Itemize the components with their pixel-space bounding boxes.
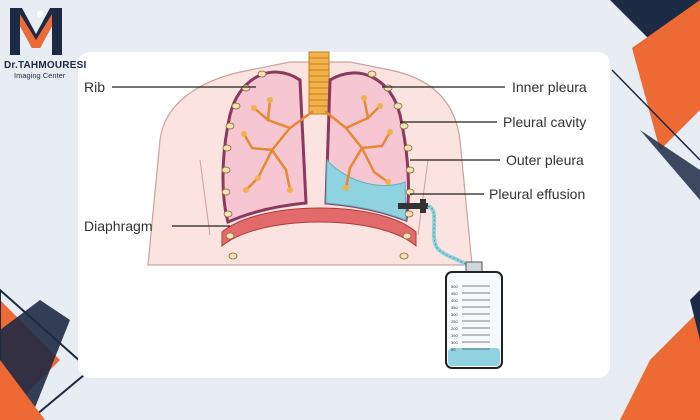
trachea-rings bbox=[309, 57, 329, 107]
drain-tube-lumen bbox=[427, 205, 473, 273]
bag-scale-label: 250 bbox=[451, 319, 458, 324]
drain-valve bbox=[420, 199, 426, 213]
bag-scale-label: 150 bbox=[451, 333, 458, 338]
bag-scale-label: 500 bbox=[451, 284, 458, 289]
label-rib: Rib bbox=[84, 79, 106, 95]
bag-scale-label: 300 bbox=[451, 312, 458, 317]
bag-scale-label: 50 bbox=[451, 347, 456, 352]
bag-fluid bbox=[448, 348, 500, 366]
bag-scale-label: 400 bbox=[451, 298, 458, 303]
rib-beads bbox=[221, 70, 415, 260]
label-diaphragm: Diaphragm bbox=[84, 218, 153, 234]
bronchial-tree-left bbox=[242, 98, 314, 192]
pleural-fluid bbox=[325, 158, 407, 221]
bag-scale-label: 450 bbox=[451, 291, 458, 296]
trachea bbox=[308, 51, 330, 115]
decor-top-right-shard bbox=[640, 130, 700, 200]
torso-crease bbox=[417, 159, 429, 236]
bag-scale-label: 100 bbox=[451, 340, 458, 345]
brand-logo: Dr.TAHMOURESI Imaging Center bbox=[0, 0, 90, 80]
label-outer-pleura: Outer pleura bbox=[506, 152, 584, 168]
decor-line bbox=[611, 69, 700, 161]
brand-name: Dr.TAHMOURESI bbox=[4, 60, 87, 71]
collection-bag bbox=[445, 271, 503, 369]
bag-scale-label: 350 bbox=[451, 305, 458, 310]
bag-scale-labels: 500 450 400 350 300 250 200 150 100 50 bbox=[451, 284, 458, 352]
torso-crease bbox=[199, 159, 211, 236]
decor-line bbox=[0, 288, 92, 420]
bag-scale-label: 200 bbox=[451, 326, 458, 331]
decor-bottom-right-orange bbox=[620, 310, 700, 420]
diaphragm bbox=[221, 207, 417, 248]
label-inner-pleura: Inner pleura bbox=[512, 79, 587, 95]
leader-lines bbox=[112, 86, 505, 227]
drain-needle bbox=[398, 203, 428, 209]
decor-line bbox=[649, 0, 682, 31]
decor-top-right-orange bbox=[632, 0, 700, 150]
label-pleural-effusion: Pleural effusion bbox=[489, 186, 586, 202]
bag-scale-ticks bbox=[462, 285, 490, 350]
monogram-icon bbox=[10, 8, 62, 55]
label-pleural-cavity: Pleural cavity bbox=[503, 114, 587, 130]
brand-tagline: Imaging Center bbox=[14, 71, 66, 80]
alveoli bbox=[241, 95, 393, 193]
decor-bottom-right-navy bbox=[690, 290, 700, 340]
lung-left bbox=[221, 70, 308, 225]
decor-bottom-left-orange-2 bbox=[0, 360, 45, 420]
